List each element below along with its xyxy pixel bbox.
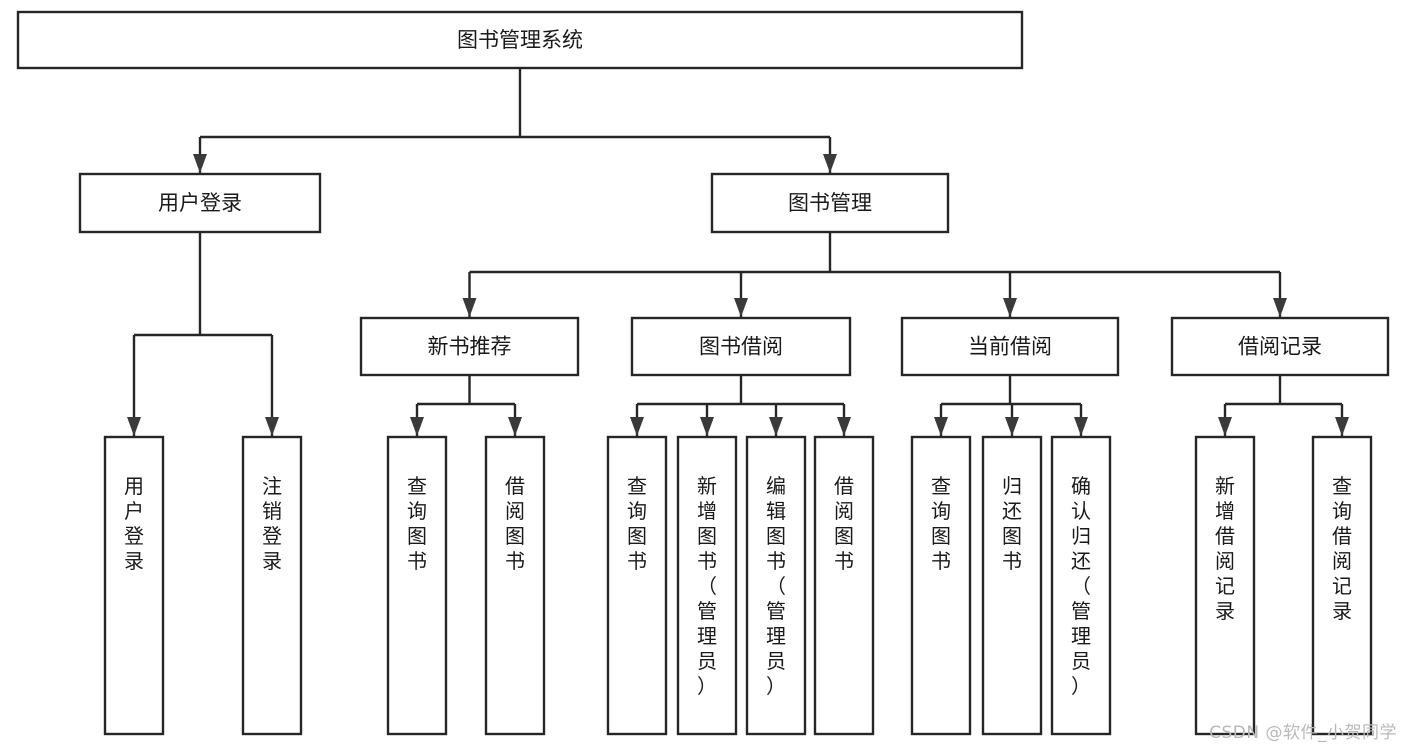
leaf-node[interactable]: 借阅图书	[813, 435, 875, 736]
root-label: 图书管理系统	[457, 28, 583, 52]
leaf-label: 新增借阅记录	[1215, 474, 1235, 623]
leaf-box[interactable]	[910, 435, 972, 736]
arrow-head-icon	[1273, 298, 1287, 317]
level2-node[interactable]: 图书管理	[710, 172, 950, 234]
leaf-node[interactable]: 注销登录	[241, 435, 303, 736]
leaf-box[interactable]	[241, 435, 303, 736]
arrow-head-icon	[769, 417, 783, 436]
nodes-layer: 图书管理系统用户登录图书管理新书推荐图书借阅当前借阅借阅记录用户登录注销登录查询…	[16, 10, 1390, 736]
leaf-node[interactable]: 查询图书	[606, 435, 668, 736]
level3-label: 借阅记录	[1238, 335, 1322, 359]
leaf-node[interactable]: 借阅图书	[484, 435, 546, 736]
leaf-node[interactable]: 确认归还（管理员）	[1050, 435, 1112, 736]
leaf-box[interactable]	[484, 435, 546, 736]
leaf-node[interactable]: 编辑图书（管理员）	[745, 435, 807, 736]
arrow-head-icon	[462, 298, 477, 317]
level3-node[interactable]: 图书借阅	[630, 316, 852, 377]
level3-box[interactable]	[900, 316, 1120, 377]
level3-label: 图书借阅	[699, 335, 783, 359]
leaf-label: 新增图书（管理员）	[697, 474, 717, 698]
leaf-box[interactable]	[1194, 435, 1256, 736]
leaf-label: 借阅图书	[505, 474, 525, 573]
level3-box[interactable]	[630, 316, 852, 377]
level3-box[interactable]	[359, 316, 580, 377]
level3-node[interactable]: 借阅记录	[1170, 316, 1390, 377]
leaf-label: 归还图书	[1002, 474, 1022, 573]
leaf-box[interactable]	[981, 435, 1043, 736]
leaf-box[interactable]	[1050, 435, 1112, 736]
leaf-label: 查询图书	[931, 474, 951, 573]
leaf-label: 查询图书	[627, 474, 647, 573]
arrow-head-icon	[508, 417, 522, 436]
root-box[interactable]	[16, 10, 1024, 70]
arrow-head-icon	[1218, 417, 1232, 436]
leaf-node[interactable]: 新增借阅记录	[1194, 435, 1256, 736]
arrow-head-icon	[934, 417, 948, 436]
leaf-node[interactable]: 查询借阅记录	[1311, 435, 1373, 736]
arrow-head-icon	[127, 417, 141, 436]
arrow-head-icon	[734, 298, 748, 317]
leaf-label: 查询图书	[407, 474, 427, 573]
leaf-box[interactable]	[745, 435, 807, 736]
level3-node[interactable]: 新书推荐	[359, 316, 580, 377]
level2-label: 图书管理	[788, 191, 872, 215]
arrow-head-icon	[823, 154, 837, 173]
arrow-head-icon	[410, 417, 424, 436]
leaf-label: 借阅图书	[834, 474, 854, 573]
connectors-layer	[127, 68, 1349, 436]
leaf-box[interactable]	[813, 435, 875, 736]
root-node[interactable]: 图书管理系统	[16, 10, 1024, 70]
leaf-box[interactable]	[1311, 435, 1373, 736]
arrow-head-icon	[265, 417, 279, 436]
leaf-node[interactable]: 归还图书	[981, 435, 1043, 736]
arrow-head-icon	[193, 154, 207, 173]
leaf-label: 查询借阅记录	[1332, 474, 1352, 623]
arrow-head-icon	[1005, 417, 1019, 436]
arrow-head-icon	[1003, 298, 1017, 317]
arrow-head-icon	[1335, 417, 1349, 436]
leaf-box[interactable]	[103, 435, 165, 736]
leaf-box[interactable]	[386, 435, 448, 736]
arrow-head-icon	[700, 417, 714, 436]
leaf-node[interactable]: 查询图书	[910, 435, 972, 736]
leaf-label: 用户登录	[124, 474, 144, 573]
leaf-box[interactable]	[606, 435, 668, 736]
leaf-box[interactable]	[676, 435, 738, 736]
leaf-node[interactable]: 新增图书（管理员）	[676, 435, 738, 736]
leaf-label: 确认归还（管理员）	[1071, 474, 1091, 698]
leaf-label: 编辑图书（管理员）	[766, 474, 786, 698]
level3-label: 当前借阅	[968, 335, 1052, 359]
level3-label: 新书推荐	[428, 335, 512, 359]
leaf-node[interactable]: 查询图书	[386, 435, 448, 736]
leaf-node[interactable]: 用户登录	[103, 435, 165, 736]
arrow-head-icon	[630, 417, 644, 436]
level2-node[interactable]: 用户登录	[78, 172, 322, 234]
arrow-head-icon	[1074, 417, 1088, 436]
level2-box[interactable]	[710, 172, 950, 234]
level2-box[interactable]	[78, 172, 322, 234]
csdn-watermark: CSDN @软件_小贺同学	[1209, 723, 1397, 743]
level3-node[interactable]: 当前借阅	[900, 316, 1120, 377]
level2-label: 用户登录	[158, 191, 242, 215]
level3-box[interactable]	[1170, 316, 1390, 377]
leaf-label: 注销登录	[262, 474, 282, 573]
arrow-head-icon	[837, 417, 851, 436]
